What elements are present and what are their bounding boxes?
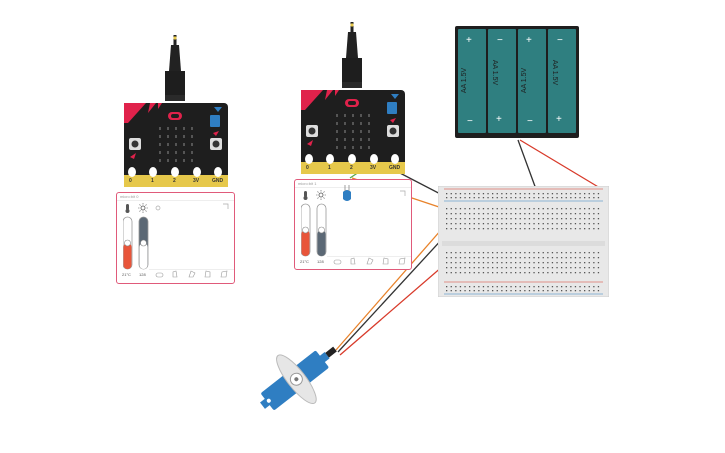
tilt-icon [366, 257, 374, 265]
pin-label-1: 1 [328, 165, 331, 171]
cell-label: AA 1.5V [521, 67, 529, 94]
sun-icon [316, 190, 326, 200]
temperature-value: 21°C [122, 272, 131, 277]
sensor-panel-1: micro:bit 1 21°C 128 [294, 179, 412, 270]
wire-red-battery[interactable] [519, 139, 601, 189]
battery-cell-1: + − AA 1.5V [458, 29, 486, 133]
sensor-sliders [123, 203, 149, 270]
cell-label: AA 1.5V [551, 59, 559, 86]
thermometer-icon [303, 191, 308, 200]
minus-label: − [467, 116, 473, 127]
button-icon [333, 259, 342, 265]
sensor-sliders [301, 190, 327, 257]
microbit-1[interactable]: 0 1 2 3V GND [301, 22, 405, 174]
thermometer-icon [125, 204, 130, 213]
battery-cell-4: − + AA 1.5V [548, 29, 576, 133]
panel-controls [333, 190, 406, 265]
cell-label: AA 1.5V [491, 59, 499, 86]
panel-title: micro:bit 0 [120, 194, 139, 199]
battery-cell-2: − + AA 1.5V [488, 29, 516, 133]
plus-label: + [496, 114, 502, 125]
pin-label-gnd: GND [212, 178, 224, 184]
tilt-icon [188, 270, 196, 278]
servo-motor[interactable] [252, 340, 352, 410]
battery-pack[interactable]: + − AA 1.5V − + AA 1.5V + − AA 1.5V − + … [455, 26, 579, 138]
pin-label-0: 0 [306, 165, 309, 171]
wire-servo-orange[interactable] [335, 221, 449, 351]
settings-icon [155, 205, 161, 211]
shake-icon [172, 270, 178, 278]
light-value: 128 [317, 259, 324, 264]
pin-label-2: 2 [350, 165, 353, 171]
sensor-panel-0: micro:bit 0 21°C 128 [116, 192, 235, 284]
plus-label: + [556, 114, 562, 125]
minus-label: − [497, 35, 503, 46]
plus-label: + [526, 35, 532, 46]
button-icon [155, 272, 164, 278]
shake-icon [350, 257, 356, 265]
battery-cell-3: + − AA 1.5V [518, 29, 546, 133]
sun-icon [138, 203, 148, 213]
pin-label-1: 1 [151, 178, 154, 184]
microbit-0[interactable]: 0 1 2 3V GND [124, 35, 228, 187]
minus-label: − [527, 116, 533, 127]
usb-cable-icon [301, 22, 405, 174]
panel-controls [155, 203, 229, 278]
usb-cable-icon [124, 35, 228, 187]
pin-label-gnd: GND [389, 165, 401, 171]
corner-icon [223, 203, 229, 209]
plus-label: + [466, 35, 472, 46]
pin-label-3v: 3V [193, 178, 200, 184]
pin-label-0: 0 [129, 178, 132, 184]
breadboard[interactable] [438, 186, 609, 297]
corner-icon [400, 190, 406, 196]
panel-title: micro:bit 1 [298, 181, 317, 186]
led-component[interactable] [340, 185, 354, 203]
cell-label: AA 1.5V [461, 67, 469, 94]
minus-label: − [557, 35, 563, 46]
pin-label-2: 2 [173, 178, 176, 184]
pin-label-3v: 3V [370, 165, 377, 171]
temperature-value: 21°C [300, 259, 309, 264]
light-value: 128 [139, 272, 146, 277]
